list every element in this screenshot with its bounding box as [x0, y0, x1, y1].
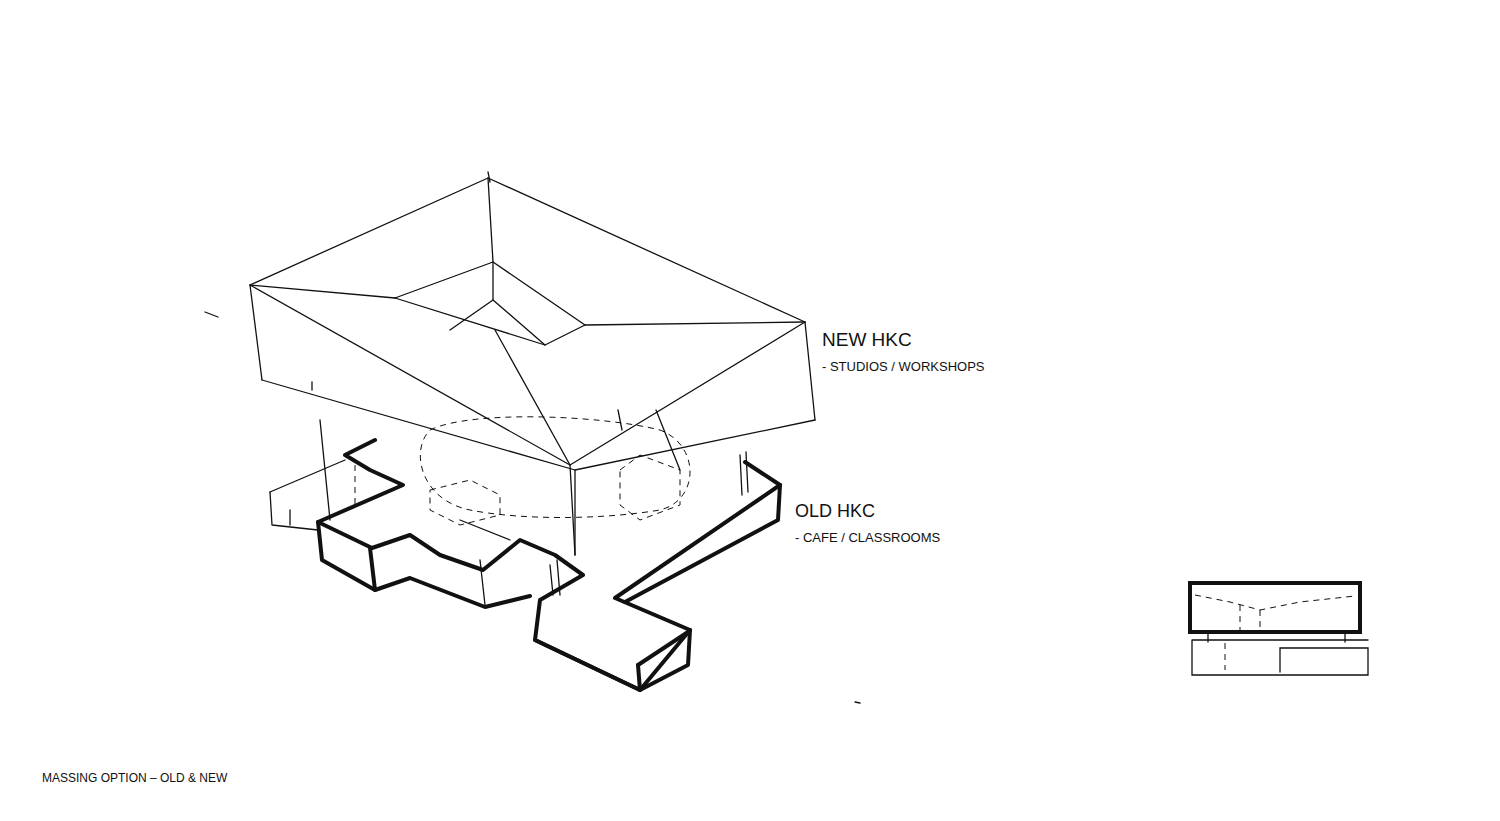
- sheet-caption: MASSING OPTION – OLD & NEW: [42, 772, 227, 785]
- building-label: OLD HKC: [795, 502, 875, 522]
- building-label: NEW HKC: [822, 330, 912, 351]
- program-note: - CAFE / CLASSROOMS: [795, 531, 940, 545]
- program-note: - STUDIOS / WORKSHOPS: [822, 360, 985, 374]
